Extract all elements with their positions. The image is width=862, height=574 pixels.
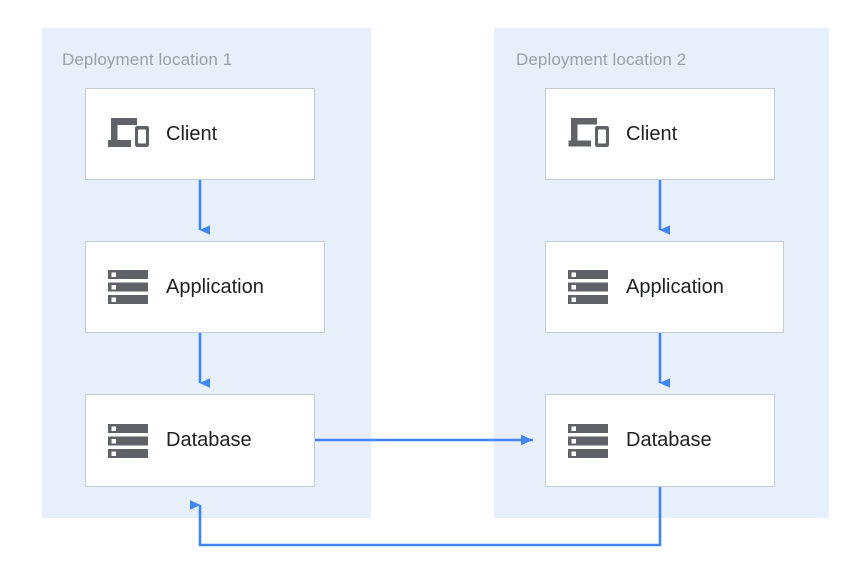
server-stack-icon xyxy=(106,264,152,310)
node-application-1-label: Application xyxy=(166,275,264,298)
node-application-2-label: Application xyxy=(626,275,724,298)
node-application-1[interactable]: Application xyxy=(85,241,325,333)
node-database-2-label: Database xyxy=(626,429,712,451)
node-database-2[interactable]: Database xyxy=(545,394,775,487)
deployment-zone-1-label: Deployment location 1 xyxy=(62,50,233,69)
node-application-2[interactable]: Application xyxy=(545,241,784,333)
node-client-2[interactable]: Client xyxy=(545,88,775,180)
node-database-1-label: Database xyxy=(166,429,252,451)
deployment-zone-2-label: Deployment location 2 xyxy=(516,50,687,69)
client-devices-icon xyxy=(106,111,152,157)
node-database-1[interactable]: Database xyxy=(85,394,315,487)
server-stack-icon xyxy=(106,418,152,464)
server-stack-icon xyxy=(566,418,612,464)
node-client-1[interactable]: Client xyxy=(85,88,315,180)
client-devices-icon xyxy=(566,111,612,157)
node-client-1-label: Client xyxy=(166,122,218,145)
node-client-2-label: Client xyxy=(626,122,678,145)
server-stack-icon xyxy=(566,264,612,310)
